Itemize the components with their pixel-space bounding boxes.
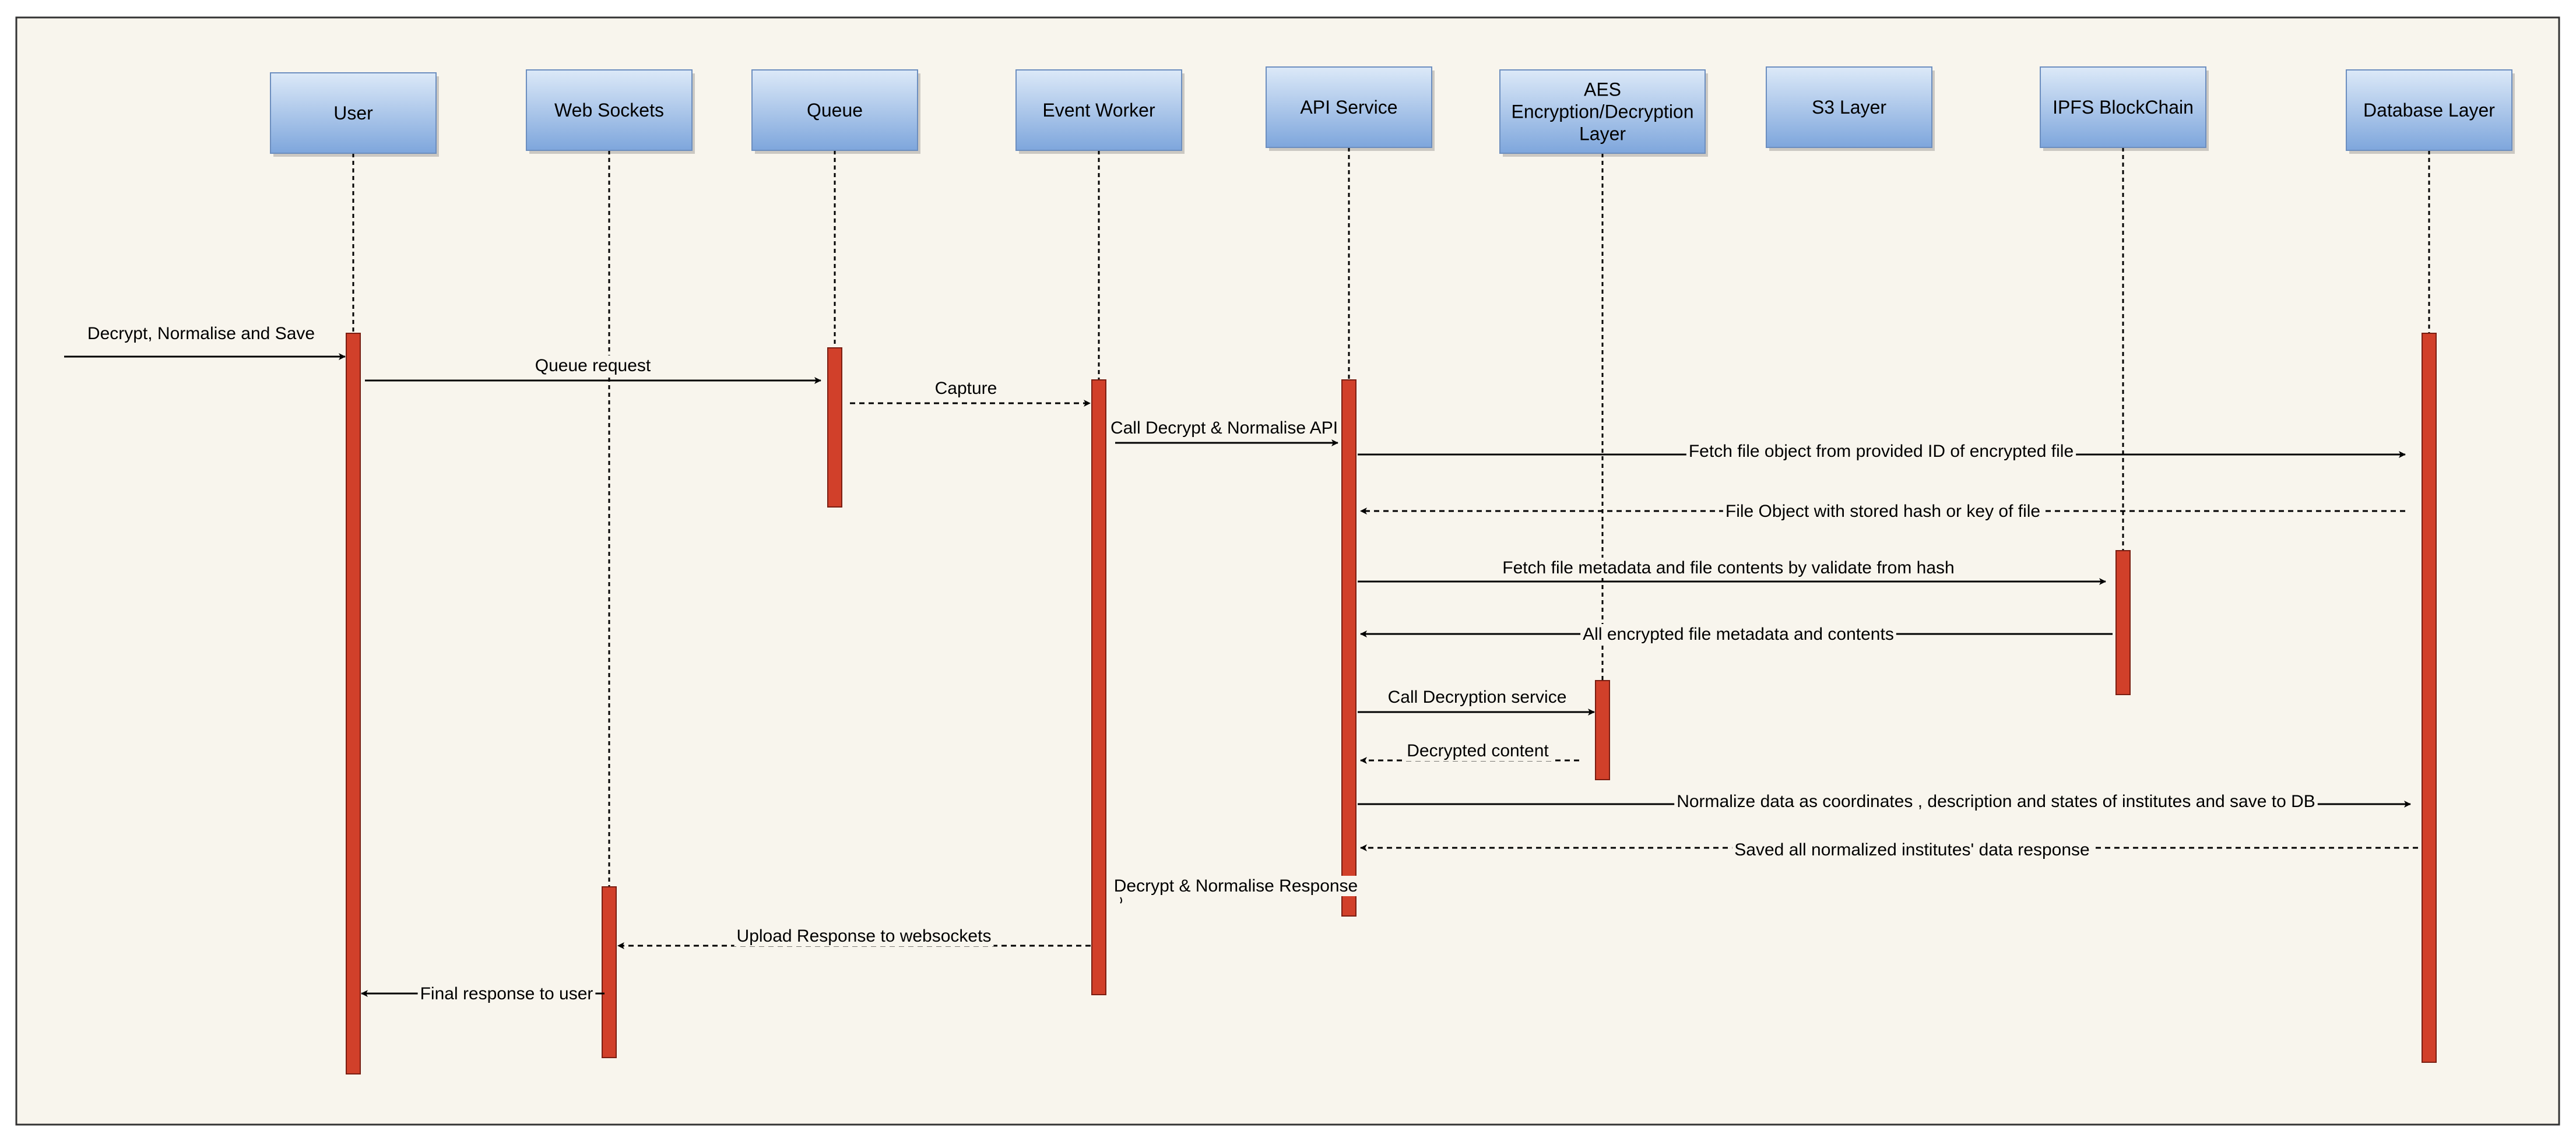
message-external-to-user: Decrypt, Normalise and Save <box>64 323 346 360</box>
message-label-background <box>417 984 596 1004</box>
message-label: Saved all normalized institutes' data re… <box>1734 840 2089 859</box>
message-api-to-db: Fetch file object from provided ID of en… <box>1358 441 2406 461</box>
message-label: Call Decrypt & Normalise API <box>1110 418 1338 438</box>
message-ipfs-to-api: All encrypted file metadata and contents <box>1360 624 2113 644</box>
participant-label: Event Worker <box>1042 100 1155 121</box>
participant-s3: S3 Layer <box>1766 66 1935 151</box>
participant-label: S3 Layer <box>1812 97 1886 118</box>
participant-label: Layer <box>1579 124 1626 145</box>
message-label: Fetch file metadata and file contents by… <box>1502 558 1954 577</box>
message-label: Queue request <box>535 356 651 375</box>
message-api-to-aes: Call Decryption service <box>1358 687 1595 716</box>
participant-box <box>1015 69 1182 151</box>
participant-box <box>270 72 437 154</box>
message-aes-to-api: Decrypted content <box>1360 741 1579 764</box>
message-label: Decrypted content <box>1407 741 1549 760</box>
participant-label: Web Sockets <box>554 100 664 121</box>
message-label-background <box>1404 741 1552 761</box>
message-label-background <box>1385 687 1569 707</box>
participant-api: API Service <box>1266 66 1435 151</box>
message-label: Final response to user <box>420 984 593 1003</box>
participant-box <box>1766 66 1932 148</box>
participant-label: Database Layer <box>2363 100 2495 121</box>
message-label-background <box>85 323 318 344</box>
message-label-background <box>932 378 1000 399</box>
activation-bar-queue <box>827 347 842 508</box>
participant-label: API Service <box>1300 97 1397 118</box>
message-label-background <box>1500 558 1957 578</box>
message-api-to-eventworker: Decrypt & Normalise Response <box>1111 876 1361 904</box>
diagram-frame <box>15 16 2560 1126</box>
message-label: Upload Response to websockets <box>737 926 992 946</box>
message-label-background <box>1686 441 2076 461</box>
message-label: Decrypt, Normalise and Save <box>87 324 315 343</box>
participant-box <box>1499 69 1706 154</box>
participant-box <box>2040 66 2206 148</box>
message-label: All encrypted file metadata and contents <box>1583 625 1894 644</box>
message-label-background <box>532 355 653 376</box>
participant-headers: User Web Sockets Queue Event Worker API Serv… <box>270 66 2515 157</box>
participant-box <box>2346 69 2512 151</box>
participant-label: Encryption/Decryption <box>1511 101 1693 122</box>
message-queue-to-eventworker: Capture <box>850 378 1091 407</box>
participant-label: User <box>333 103 373 124</box>
message-db-to-api: Saved all normalized institutes' data re… <box>1360 840 2418 860</box>
participant-label: IPFS BlockChain <box>2053 97 2194 118</box>
message-label-background <box>1580 624 1896 644</box>
participant-db: Database Layer <box>2346 69 2515 154</box>
message-curl <box>1120 897 1122 904</box>
participant-user: User <box>270 72 439 157</box>
participant-box <box>751 69 918 151</box>
message-label: Call Decryption service <box>1388 688 1567 707</box>
participant-eventworker: Event Worker <box>1015 69 1185 154</box>
participant-ipfs: IPFS BlockChain <box>2040 66 2209 151</box>
activation-bar-user <box>346 333 361 1074</box>
activation-bar-api <box>1341 379 1356 917</box>
activation-bar-ipfs <box>2115 550 2131 695</box>
message-label-background <box>734 926 994 946</box>
activation-bar-websockets <box>602 886 617 1058</box>
participant-websockets: Web Sockets <box>526 69 695 154</box>
message-eventworker-to-websockets: Upload Response to websockets <box>617 926 1091 949</box>
activation-bar-eventworker <box>1091 379 1106 995</box>
message-label: File Object with stored hash or key of f… <box>1725 502 2040 521</box>
activation-bar-db <box>2422 333 2437 1063</box>
participant-label: AES <box>1584 79 1621 100</box>
message-user-to-queue: Queue request <box>365 355 821 384</box>
message-label: Fetch file object from provided ID of en… <box>1689 442 2074 461</box>
message-label: Decrypt & Normalise Response <box>1114 876 1358 896</box>
participant-box <box>1266 66 1432 148</box>
participant-label: Queue <box>807 100 863 121</box>
message-api-to-db: Normalize data as coordinates , descript… <box>1358 791 2411 812</box>
participant-box <box>526 69 693 151</box>
message-label-background <box>1108 418 1341 438</box>
message-api-to-ipfs: Fetch file metadata and file contents by… <box>1358 558 2106 585</box>
message-websockets-to-user: Final response to user <box>361 984 605 1004</box>
lifelines <box>352 147 2430 887</box>
message-db-to-api: File Object with stored hash or key of f… <box>1360 501 2405 522</box>
message-label: Capture <box>935 379 997 398</box>
activation-bar-aes <box>1595 680 1610 780</box>
participant-queue: Queue <box>751 69 920 154</box>
message-label-background <box>1732 840 2092 860</box>
message-label: Normalize data as coordinates , descript… <box>1677 792 2315 811</box>
message-eventworker-to-api: Call Decrypt & Normalise API <box>1108 418 1341 446</box>
activation-bars <box>346 333 2437 1074</box>
message-label-background <box>1674 791 2318 812</box>
message-label-background <box>1723 501 2043 522</box>
message-label-background <box>1111 876 1361 896</box>
